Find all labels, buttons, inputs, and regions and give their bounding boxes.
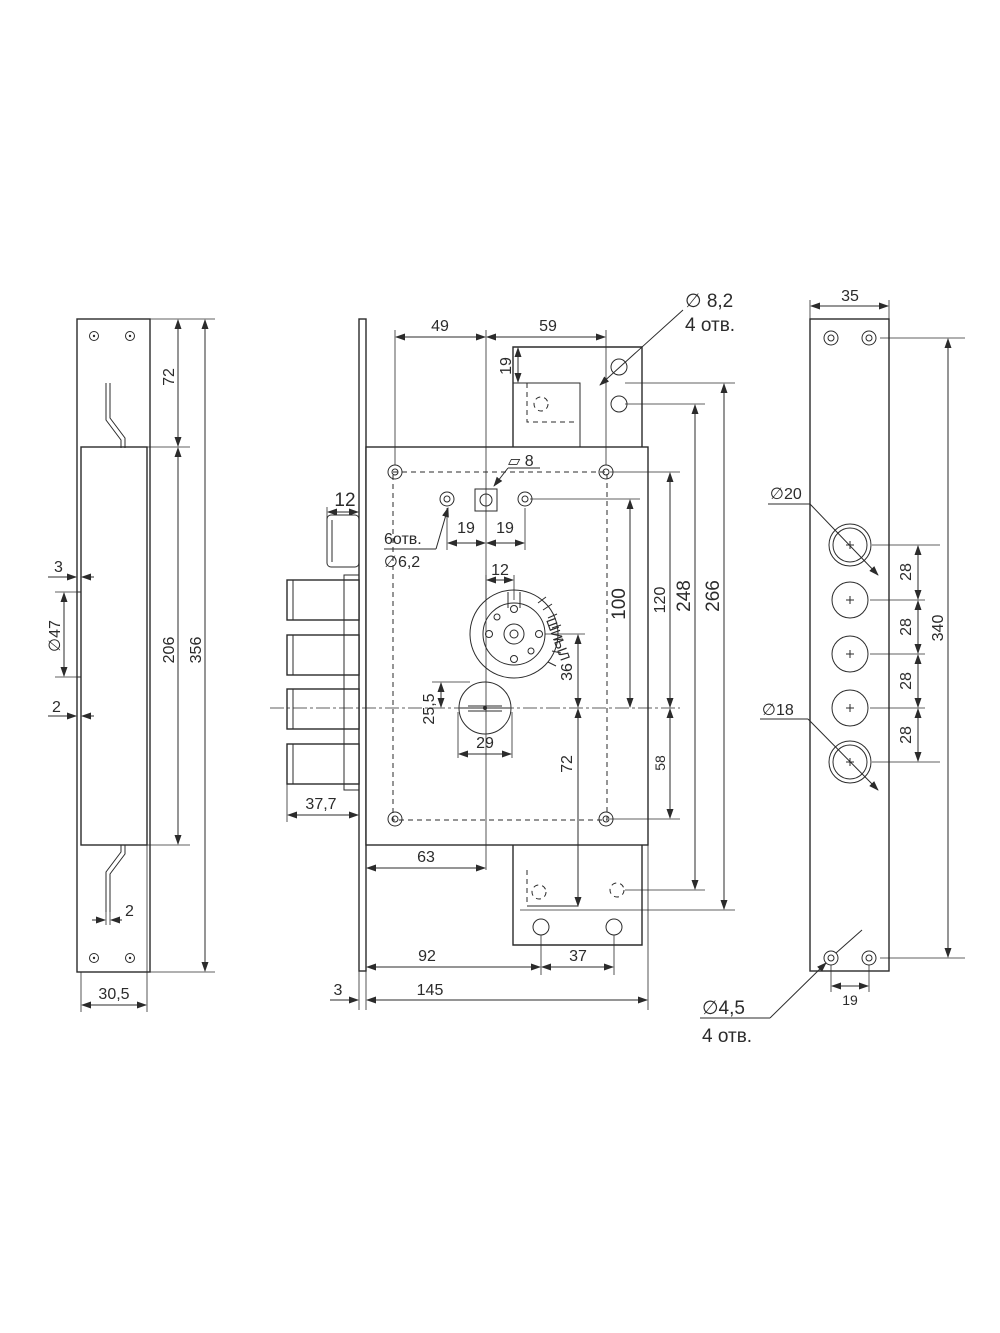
dim-37: 37 (569, 948, 587, 965)
forend-plate (358, 318, 367, 972)
bolt-holes (828, 523, 872, 784)
dim-35: 35 (841, 288, 859, 305)
bolt-slot (76, 591, 81, 678)
dim-37-7: 37,7 (305, 796, 336, 813)
dim-63: 63 (417, 849, 435, 866)
bolt-3 (286, 688, 360, 730)
left-view: 72 206 356 3 ∅47 2 2 30,5 (47, 318, 215, 1012)
bracket-hole-4 (605, 918, 623, 936)
hole-count-4-right: 4 отв. (702, 1026, 752, 1047)
pitch-28-3: 28 (898, 672, 915, 690)
dim-25-5: 25,5 (421, 693, 438, 724)
hole-diameter-4-5: ∅4,5 (702, 998, 745, 1019)
dim-29: 29 (476, 735, 494, 752)
lock-case (365, 446, 649, 846)
dim-12-mid: 12 (491, 562, 509, 579)
dim-72-left: 72 (161, 368, 178, 386)
bolt-1 (286, 579, 360, 621)
holes-diameter-6-2: ∅6,2 (384, 554, 420, 571)
right-faceplate (809, 318, 890, 972)
dim-340: 340 (930, 615, 947, 642)
left-faceplate (76, 318, 151, 973)
left-body (80, 446, 148, 846)
dim-266: 266 (703, 580, 724, 612)
dim-72-front: 72 (559, 755, 576, 773)
upper-tab (105, 383, 126, 448)
diameter-18: ∅18 (762, 702, 794, 719)
lower-bracket (512, 845, 643, 946)
right-view: 35 ∅20 ∅18 28 28 28 28 340 19 (700, 288, 965, 1047)
diameter-20: ∅20 (770, 486, 802, 503)
dim-diameter-47: ∅47 (47, 620, 64, 652)
dim-59: 59 (539, 318, 557, 335)
upper-bracket (512, 346, 643, 447)
bolt-4 (286, 743, 360, 785)
dim-30-5: 30,5 (98, 986, 129, 1003)
small-hole-left (439, 491, 455, 507)
dim-145: 145 (417, 982, 444, 999)
bolts (286, 514, 360, 791)
dim-356: 356 (188, 637, 205, 664)
bracket-hole-3 (532, 918, 550, 936)
dim-36: 36 (559, 663, 576, 681)
pitch-28-1: 28 (898, 563, 915, 581)
dim-19-a: 19 (457, 520, 475, 537)
hole-count-4: 4 отв. (685, 315, 735, 336)
bracket-hole-2 (610, 395, 628, 413)
dim-100: 100 (609, 588, 630, 620)
dim-3-front: 3 (334, 982, 343, 999)
dim-120: 120 (652, 587, 669, 614)
front-view: ШИЫЛ 49 59 (270, 291, 735, 1010)
dim-19-top: 19 (498, 357, 515, 375)
dim-2-left: 2 (52, 699, 61, 716)
dim-2-bottom: 2 (125, 903, 134, 920)
dim-206: 206 (161, 637, 178, 664)
dim-19-right: 19 (842, 992, 858, 1008)
hole-diameter-8-2: ∅ 8,2 (685, 291, 733, 312)
dim-19-b: 19 (496, 520, 514, 537)
square-8: ▱ 8 (508, 453, 534, 470)
dim-3-left: 3 (54, 559, 63, 576)
bracket-hole-1 (610, 358, 628, 376)
dim-58: 58 (652, 755, 668, 771)
lower-tab (105, 845, 126, 912)
dim-92: 92 (418, 948, 436, 965)
dim-49: 49 (431, 318, 449, 335)
bolt-2 (286, 634, 360, 676)
dim-248: 248 (674, 580, 695, 612)
holes-count-6: 6отв. (384, 531, 422, 548)
pitch-28-2: 28 (898, 618, 915, 636)
dim-12-latch: 12 (334, 490, 355, 511)
left-screw-holes (89, 331, 135, 963)
pitch-28-4: 28 (898, 726, 915, 744)
